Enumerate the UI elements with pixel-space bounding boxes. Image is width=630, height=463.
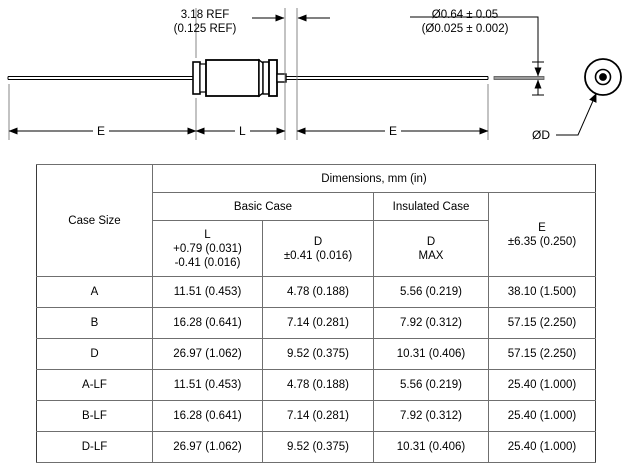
dimension-label-body-diameter: ØD bbox=[532, 128, 550, 142]
cell-basic-l: 16.28 (0.641) bbox=[152, 307, 263, 339]
dimension-label-l: L bbox=[235, 124, 250, 138]
header-col-e: E ±6.35 (0.250) bbox=[488, 192, 596, 277]
table-row: B-LF 16.28 (0.641) 7.14 (0.281) 7.92 (0.… bbox=[36, 400, 596, 432]
cell-basic-l: 26.97 (1.062) bbox=[152, 431, 263, 463]
right-lead-wire bbox=[286, 76, 489, 80]
cell-insulated-d: 10.31 (0.406) bbox=[373, 431, 489, 463]
cell-case-size: B-LF bbox=[36, 400, 153, 432]
cell-case-size: B bbox=[36, 307, 153, 339]
header-basic-d-name: D bbox=[313, 235, 323, 248]
cell-basic-l: 26.97 (1.062) bbox=[152, 338, 263, 370]
cell-basic-d: 9.52 (0.375) bbox=[262, 338, 374, 370]
dimensions-table: Case Size Dimensions, mm (in) Basic Case… bbox=[36, 164, 596, 463]
cell-e: 57.15 (2.250) bbox=[488, 307, 596, 339]
header-col-insulated-d: D MAX bbox=[373, 220, 489, 277]
cell-e: 38.10 (1.500) bbox=[488, 276, 596, 308]
cell-basic-d: 9.52 (0.375) bbox=[262, 431, 374, 463]
leader-body-diameter bbox=[556, 93, 597, 136]
ref-length-line2: (0.125 REF) bbox=[173, 23, 237, 35]
wire-diameter-line2: (Ø0.025 ± 0.002) bbox=[421, 23, 509, 35]
table-row: B 16.28 (0.641) 7.14 (0.281) 7.92 (0.312… bbox=[36, 307, 596, 339]
header-case-size: Case Size bbox=[36, 164, 153, 277]
dimension-label-e-left: E bbox=[93, 124, 110, 138]
ref-length-callout: 3.18 REF (0.125 REF) bbox=[150, 8, 260, 36]
header-dimensions-title: Dimensions, mm (in) bbox=[152, 164, 596, 193]
cell-insulated-d: 10.31 (0.406) bbox=[373, 338, 489, 370]
header-group-insulated-case: Insulated Case bbox=[373, 192, 489, 221]
cell-case-size: D bbox=[36, 338, 153, 370]
header-insulated-d-name: D bbox=[426, 235, 436, 248]
cell-e: 25.40 (1.000) bbox=[488, 400, 596, 432]
cell-insulated-d: 7.92 (0.312) bbox=[373, 400, 489, 432]
cell-basic-d: 4.78 (0.188) bbox=[262, 276, 374, 308]
cell-e: 25.40 (1.000) bbox=[488, 369, 596, 401]
component-outline-drawing: 3.18 REF (0.125 REF) Ø0.64 ± 0.05 (Ø0.02… bbox=[0, 0, 630, 160]
header-col-basic-l: L +0.79 (0.031) -0.41 (0.016) bbox=[152, 220, 263, 277]
header-group-basic-case: Basic Case bbox=[152, 192, 374, 221]
header-basic-l-tol-plus: +0.79 (0.031) bbox=[173, 242, 242, 255]
header-col-e-tol: ±6.35 (0.250) bbox=[507, 235, 577, 248]
cell-basic-l: 11.51 (0.453) bbox=[152, 276, 263, 308]
cell-insulated-d: 5.56 (0.219) bbox=[373, 276, 489, 308]
cell-basic-d: 4.78 (0.188) bbox=[262, 369, 374, 401]
cell-case-size: D-LF bbox=[36, 431, 153, 463]
header-col-basic-d: D ±0.41 (0.016) bbox=[262, 220, 374, 277]
component-body bbox=[192, 58, 287, 98]
header-basic-d-tol: ±0.41 (0.016) bbox=[283, 249, 353, 262]
cell-case-size: A bbox=[36, 276, 153, 308]
table-row: A-LF 11.51 (0.453) 4.78 (0.188) 5.56 (0.… bbox=[36, 369, 596, 401]
table-header-row-subcolumns: L +0.79 (0.031) -0.41 (0.016) D ±0.41 (0… bbox=[37, 220, 596, 277]
cell-basic-d: 7.14 (0.281) bbox=[262, 400, 374, 432]
end-view-circles bbox=[584, 58, 622, 96]
leader-wire-diameter bbox=[410, 16, 544, 96]
wire-diameter-line1: Ø0.64 ± 0.05 bbox=[431, 9, 499, 21]
cell-basic-d: 7.14 (0.281) bbox=[262, 307, 374, 339]
header-basic-l-name: L bbox=[204, 228, 211, 241]
header-insulated-d-qual: MAX bbox=[418, 249, 444, 262]
table-row: D 26.97 (1.062) 9.52 (0.375) 10.31 (0.40… bbox=[36, 338, 596, 370]
cell-insulated-d: 7.92 (0.312) bbox=[373, 307, 489, 339]
header-basic-l-tol-minus: -0.41 (0.016) bbox=[174, 256, 241, 269]
dimension-label-e-right: E bbox=[385, 124, 402, 138]
cell-insulated-d: 5.56 (0.219) bbox=[373, 369, 489, 401]
wire-diameter-callout: Ø0.64 ± 0.05 (Ø0.025 ± 0.002) bbox=[395, 8, 535, 36]
cell-case-size: A-LF bbox=[36, 369, 153, 401]
table-header-row-title: Case Size Dimensions, mm (in) bbox=[36, 164, 596, 277]
header-col-e-name: E bbox=[538, 221, 546, 234]
cell-basic-l: 11.51 (0.453) bbox=[152, 369, 263, 401]
table-header-row-groups: Basic Case Insulated Case E ±6.35 (0.250… bbox=[37, 192, 596, 277]
cell-e: 57.15 (2.250) bbox=[488, 338, 596, 370]
drawing-svg bbox=[7, 8, 622, 140]
cell-e: 25.40 (1.000) bbox=[488, 431, 596, 463]
left-lead-wire bbox=[7, 76, 196, 80]
lead-wire-section bbox=[493, 76, 545, 80]
table-row: D-LF 26.97 (1.062) 9.52 (0.375) 10.31 (0… bbox=[36, 431, 596, 463]
cell-basic-l: 16.28 (0.641) bbox=[152, 400, 263, 432]
ref-length-line1: 3.18 REF bbox=[180, 9, 230, 21]
table-row: A 11.51 (0.453) 4.78 (0.188) 5.56 (0.219… bbox=[36, 276, 596, 308]
